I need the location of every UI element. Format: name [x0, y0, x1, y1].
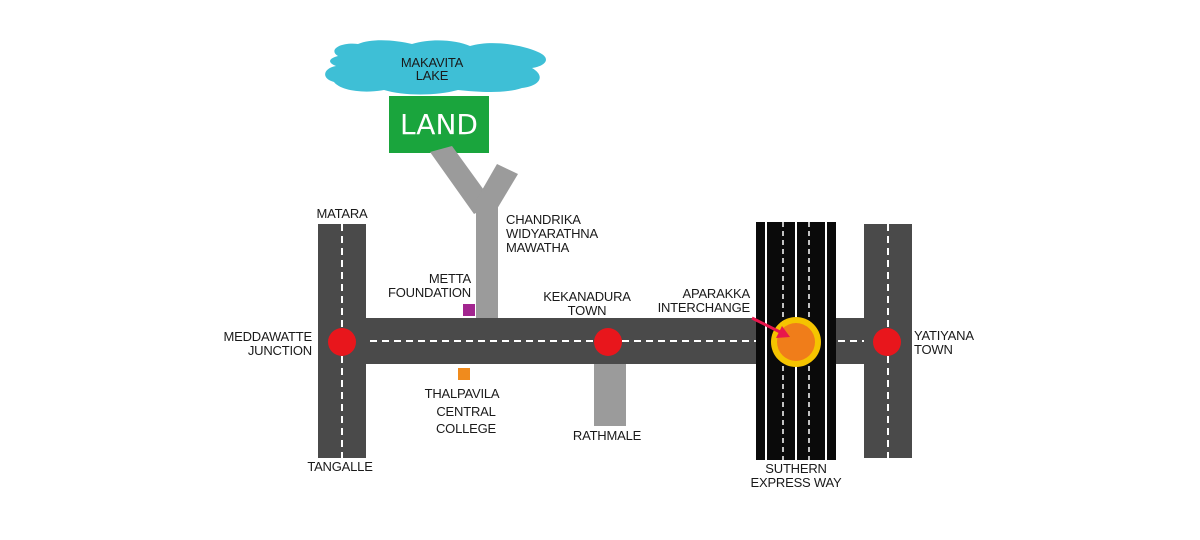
tangalle-label: TANGALLE: [307, 459, 373, 474]
metta-foundation-marker: [463, 304, 475, 316]
meddawatte-label-2: JUNCTION: [248, 343, 312, 358]
thalpavila-label-2: CENTRAL: [436, 404, 495, 419]
meddawatte-junction-marker: [328, 328, 356, 356]
yatiyana-town-marker: [873, 328, 901, 356]
land-box: [389, 96, 489, 153]
thalpavila-label-1: THALPAVILA: [425, 386, 500, 401]
chandrika-label-3: MAWATHA: [506, 240, 570, 255]
expressway-label-1: SUTHERN: [765, 461, 826, 476]
land-label: LAND: [400, 108, 478, 141]
metta-label-1: METTA: [429, 271, 472, 286]
kekanadura-town-marker: [594, 328, 622, 356]
chandrika-widyarathna-road: [430, 146, 518, 320]
matara-label: MATARA: [316, 206, 368, 221]
chandrika-label-1: CHANDRIKA: [506, 212, 581, 227]
kekanadura-label-1: KEKANADURA: [543, 289, 631, 304]
yatiyana-label-2: TOWN: [914, 342, 953, 357]
metta-label-2: FOUNDATION: [388, 285, 471, 300]
rathmale-road: [594, 364, 626, 426]
aparakka-label-1: APARAKKA: [682, 286, 750, 301]
thalpavila-college-marker: [458, 368, 470, 380]
rathmale-label: RATHMALE: [573, 428, 642, 443]
expressway-label-2: EXPRESS WAY: [751, 475, 843, 490]
lake-label-line2: LAKE: [416, 68, 449, 83]
kekanadura-label-2: TOWN: [568, 303, 607, 318]
thalpavila-label-3: COLLEGE: [436, 421, 497, 436]
makavita-lake-shape: [325, 40, 546, 95]
meddawatte-label-1: MEDDAWATTE: [223, 329, 312, 344]
chandrika-label-2: WIDYARATHNA: [506, 226, 598, 241]
interchange-arrow: [751, 316, 790, 338]
lake-label-line1: MAKAVITA: [401, 55, 464, 70]
yatiyana-label-1: YATIYANA: [914, 328, 974, 343]
aparakka-label-2: INTERCHANGE: [658, 300, 751, 315]
